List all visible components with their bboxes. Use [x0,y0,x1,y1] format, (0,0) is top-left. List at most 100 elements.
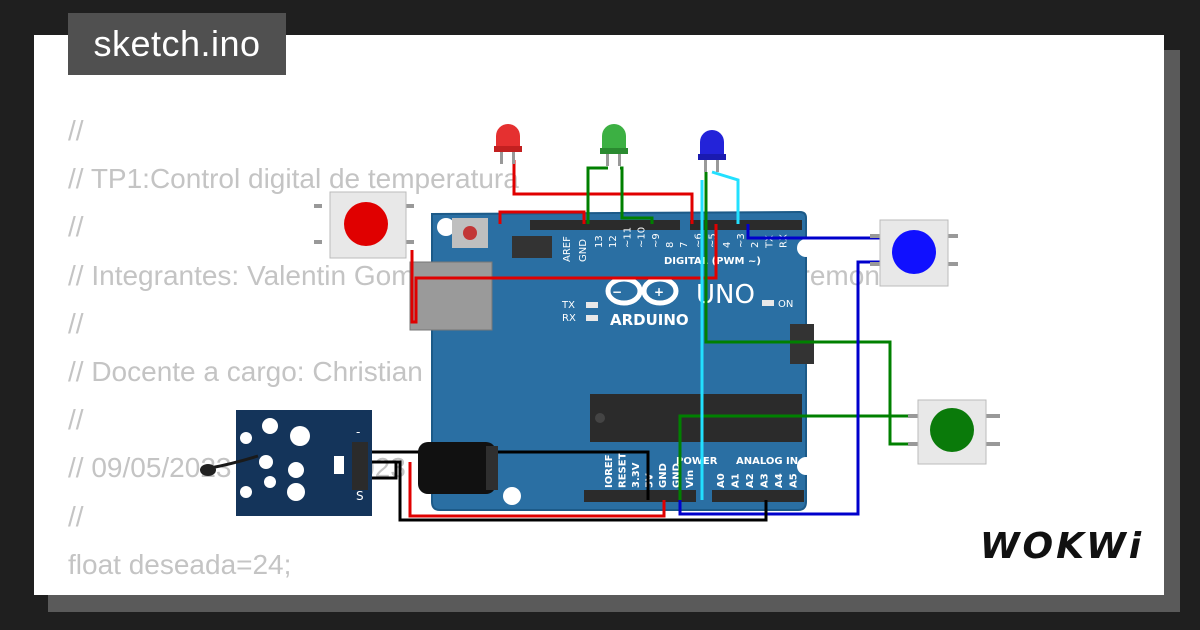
pin-label: ~9 [651,233,662,248]
sensor-s-label: S [356,489,364,503]
tx-label: TX [561,300,575,311]
usb-connector [409,261,493,331]
mount-hole [797,239,815,257]
pin-label: A5 [789,473,800,488]
wire-cyan-led [711,170,740,224]
pin-label: 5V [645,473,656,488]
pin-label: 3.3V [631,462,642,488]
wokwi-logo: WOKWi [976,520,1148,576]
mount-hole [797,457,815,475]
brand-label: ARDUINO [610,311,689,329]
wire-red-sensor [408,462,666,518]
pin-label: GND [672,463,683,488]
icsp-header-2 [790,324,814,364]
code-line: float deseada=24; [68,548,292,580]
red-button-cap[interactable] [344,202,388,246]
code-line: // Docente a cargo: Christian [68,355,423,387]
wire-red-button [410,224,718,324]
file-name-tag: sketch.ino [68,13,286,75]
wire-black-sensor-3 [372,462,398,480]
pin-label: ~6 [693,233,704,248]
blue-led[interactable] [698,130,726,172]
code-line: // [68,115,84,146]
atmega-chip [590,394,802,442]
wire-red-led [512,160,694,224]
svg-text:+: + [654,285,664,299]
red-push-button[interactable] [314,191,414,259]
icsp-header [512,236,552,258]
wire-green-button [704,172,920,446]
aref-label: AREF [562,236,573,262]
code-line: // [68,404,84,436]
pin-label: 2 [750,242,761,248]
pin-label: A2 [745,473,756,488]
pin-label: ~11 [622,227,633,248]
pin-label: TX [764,235,775,249]
reset-button-cap[interactable] [463,226,477,240]
code-line: // [68,500,84,532]
pin-label: 7 [679,242,690,248]
buzzer-body [418,442,496,494]
mount-hole [437,218,455,236]
digital-label: DIGITAL (PWM ~) [664,256,761,267]
tx-led [586,302,598,308]
rx-label: RX [562,313,576,324]
wire-blue-analog [678,260,880,516]
green-button-cap[interactable] [930,408,974,452]
pin-label: RESET [618,452,629,488]
blue-button-cap[interactable] [892,230,936,274]
wire-black-sensor-2 [372,460,768,522]
digital-header-left [530,220,680,230]
pin-label: 8 [665,242,676,248]
mount-hole [503,487,521,505]
code-line: // TP1:Control digital de temperatura [68,163,519,195]
pin-label: IOREF [604,454,615,488]
pin-label: ~10 [637,227,648,248]
thermistor-bead [200,464,216,476]
pin-label: A3 [760,473,771,488]
rx-led [586,315,598,321]
code-line: // [68,211,84,243]
wokwi-logo-text: WOKWi [979,526,1145,567]
sensor-pcb [236,410,372,516]
blue-push-button[interactable] [870,219,958,287]
on-led [762,300,774,306]
power-header [584,490,696,502]
on-label: ON [778,299,793,310]
wire-blue-button [746,224,880,240]
wire-green-led-gnd [586,166,608,224]
wire-green-button-2 [678,414,918,500]
pin-label: A1 [731,473,742,488]
red-led[interactable] [494,124,522,164]
analog-header [712,490,804,502]
code-line: // [68,307,84,339]
gnd-label: GND [578,239,589,262]
pin-label: 12 [608,235,619,248]
wire-red-gnd [498,210,586,224]
sensor-minus-label: - [356,425,360,439]
pin-label: ~3 [736,233,747,248]
pin-label: ~5 [708,233,719,248]
analog-label: ANALOG IN [736,456,798,467]
pin-label: A0 [716,473,727,488]
wire-green-led [620,166,654,224]
digital-header-right [690,220,802,230]
pin-label: 4 [722,242,733,248]
pin-label: RX [779,234,790,248]
pin-label: A4 [774,473,785,488]
svg-text:−: − [612,285,622,299]
pin-label: GND [658,463,669,488]
power-label: POWER [676,456,718,467]
pin-label: Vin [685,470,696,488]
green-led[interactable] [600,124,628,166]
green-push-button[interactable] [908,399,1000,465]
ntc-temperature-sensor[interactable]: - S [200,410,372,516]
buzzer-component[interactable] [418,442,498,494]
wires [372,160,920,522]
pin-label: 13 [594,235,605,248]
